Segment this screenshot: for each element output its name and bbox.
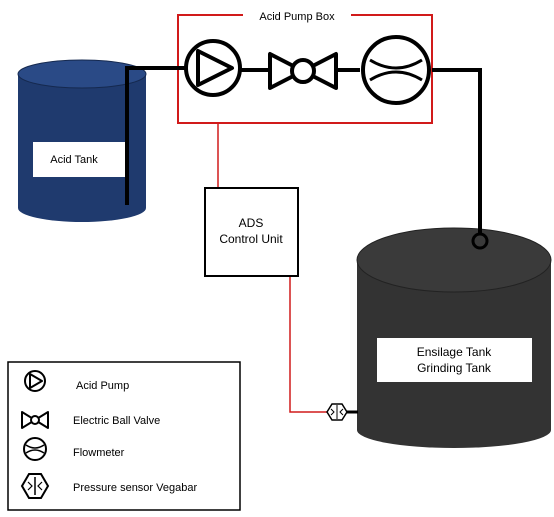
ensilage-tank-label-box	[377, 338, 532, 382]
legend-acid-pump-icon	[24, 370, 46, 392]
legend-label-pressure-sensor: Pressure sensor Vegabar	[73, 482, 197, 494]
control-unit-label-line1: ADS	[239, 216, 264, 230]
legend-label-acid-pump: Acid Pump	[76, 380, 129, 392]
electric-ball-valve-icon	[268, 52, 338, 90]
ensilage-tank-label-line1: Ensilage Tank	[417, 345, 492, 359]
legend-label-electric-ball-valve: Electric Ball Valve	[73, 415, 160, 427]
legend-label-flowmeter: Flowmeter	[73, 447, 125, 459]
acid-tank-label: Acid Tank	[50, 154, 98, 166]
acid-pump-box-label-bg	[243, 9, 351, 23]
signal-wiring	[217, 123, 327, 413]
legend-box	[7, 361, 241, 511]
ads-control-unit	[204, 187, 299, 277]
ensilage-tank	[356, 227, 552, 448]
legend-pressure-sensor-icon	[20, 473, 50, 499]
acid-pump-box-label: Acid Pump Box	[259, 11, 335, 23]
legend-flowmeter-icon	[23, 437, 47, 461]
ensilage-tank-label-line2: Grinding Tank	[417, 361, 492, 375]
acid-pipe	[125, 66, 482, 234]
acid-tank-label-box	[33, 142, 126, 177]
tank-inlet-fitting	[471, 232, 489, 250]
pressure-sensor-icon	[326, 403, 348, 421]
acid-pump-icon	[184, 39, 242, 97]
control-unit-label-line2: Control Unit	[219, 232, 283, 246]
flowmeter-icon	[361, 35, 431, 105]
legend-electric-ball-valve-icon	[21, 411, 49, 429]
